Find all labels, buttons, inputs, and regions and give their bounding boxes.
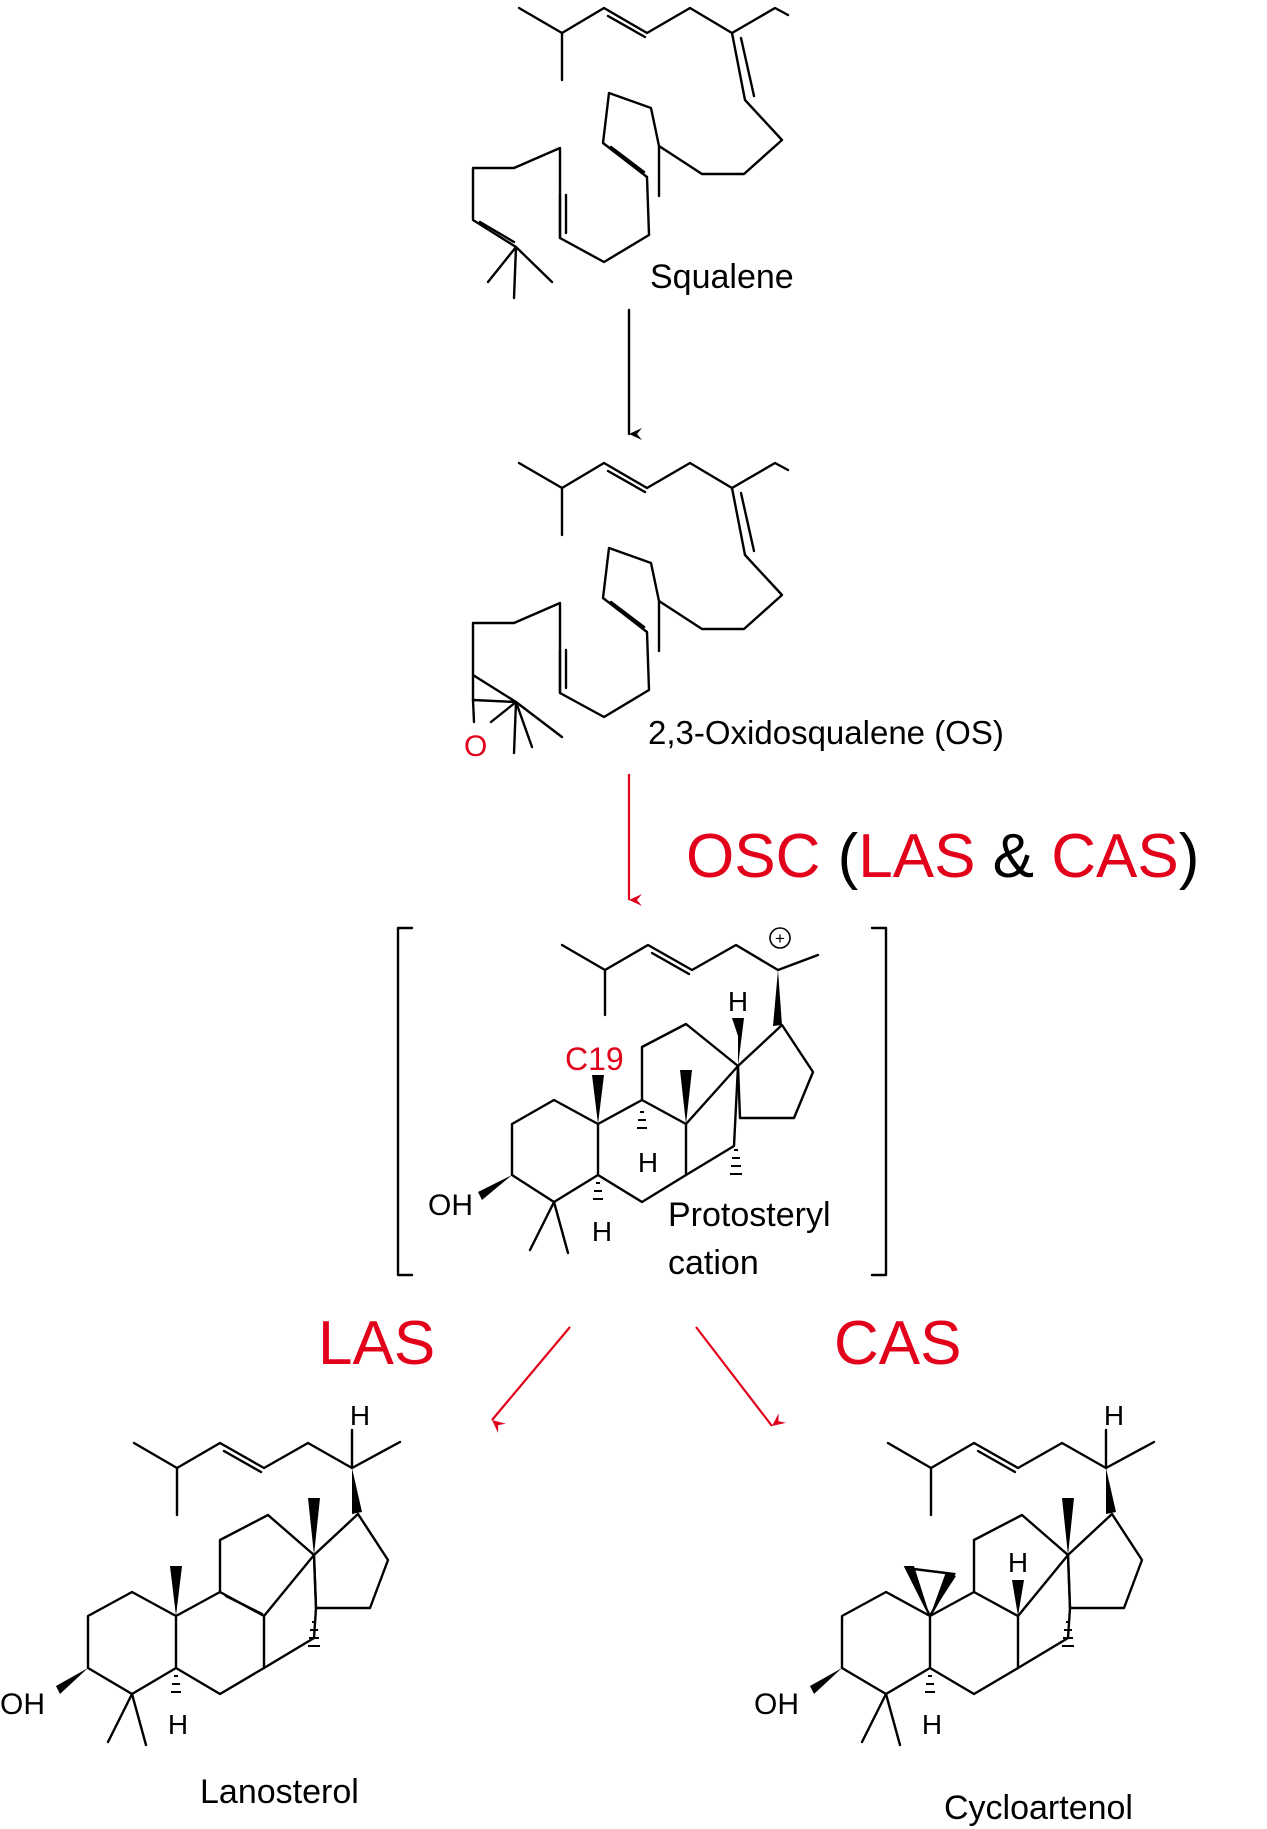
lanosterol-h20: H	[350, 1400, 370, 1431]
protosteryl-structure: + H C19 H	[428, 927, 831, 1282]
lanosterol-label: Lanosterol	[200, 1773, 359, 1811]
lanosterol-structure: H H OH Lanosterol	[0, 1400, 402, 1811]
las-branch-label: LAS	[318, 1309, 435, 1378]
c19-label: C19	[565, 1041, 624, 1077]
cycloartenol-label: Cycloartenol	[944, 1789, 1133, 1827]
cycloartenol-h5: H	[922, 1709, 942, 1740]
cycloartenol-oh: OH	[754, 1688, 799, 1721]
lanosterol-h5: H	[168, 1709, 188, 1740]
protosteryl-h9: H	[638, 1147, 658, 1178]
protosteryl-oh: OH	[428, 1189, 473, 1222]
cycloartenol-structure: H H H OH Cycloa	[754, 1400, 1156, 1827]
protosteryl-h5: H	[592, 1216, 612, 1247]
squalene-structure: Squalene	[471, 6, 794, 300]
lanosterol-oh: OH	[0, 1688, 45, 1721]
oxidosqualene-structure: O 2,3-Oxidosqualene (OS)	[464, 461, 1004, 763]
brackets	[396, 926, 888, 1277]
oxidosqualene-label: 2,3-Oxidosqualene (OS)	[648, 714, 1004, 751]
arrow-to-cycloartenol	[695, 1326, 786, 1427]
epoxide-oxygen: O	[464, 730, 487, 763]
cycloartenol-h8: H	[1008, 1547, 1028, 1578]
osc-enzyme-label: OSC (LAS & CAS)	[686, 822, 1199, 891]
cas-branch-label: CAS	[834, 1309, 961, 1378]
arrow-to-lanosterol	[491, 1326, 571, 1433]
squalene-label: Squalene	[650, 258, 794, 296]
cation-charge: +	[775, 929, 785, 948]
protosteryl-label-2: cation	[668, 1244, 759, 1282]
protosteryl-h17: H	[728, 986, 748, 1017]
cycloartenol-h20: H	[1104, 1400, 1124, 1431]
protosteryl-label-1: Protosteryl	[668, 1196, 831, 1234]
